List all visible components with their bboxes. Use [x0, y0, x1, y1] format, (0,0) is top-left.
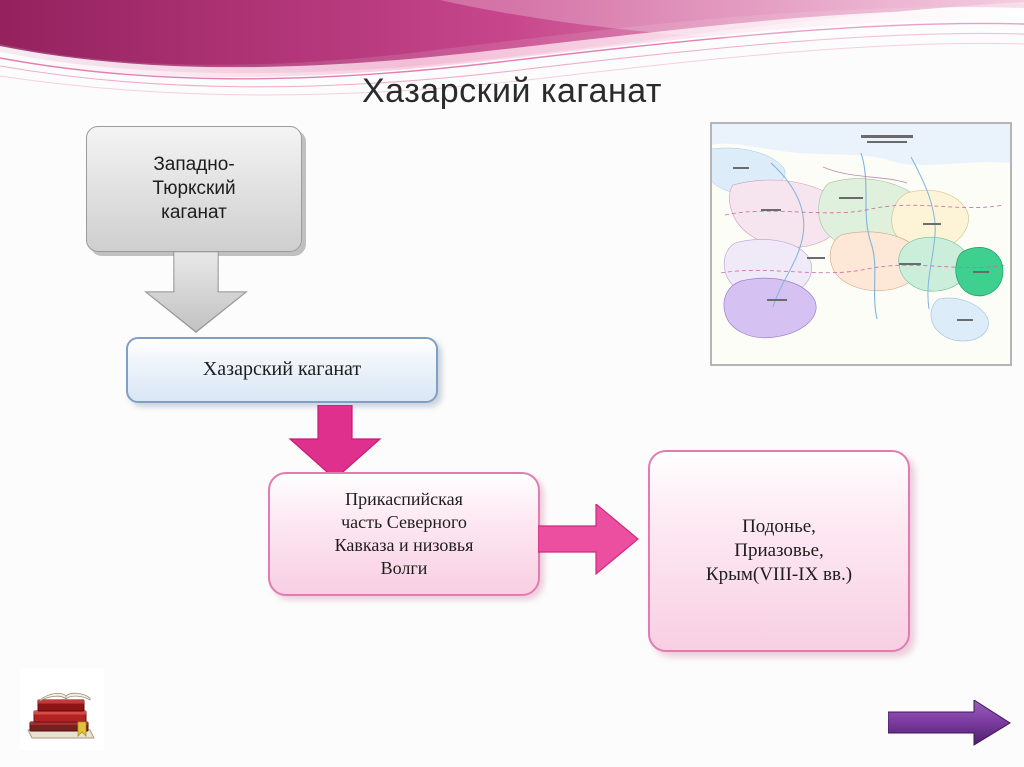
arrow-grey-down — [144, 252, 248, 333]
node-caspian-north-caucasus-label: Прикаспийская часть Северного Кавказа и … — [334, 488, 474, 579]
page-title: Хазарский каганат — [361, 72, 663, 110]
stack-of-books-icon — [20, 668, 104, 750]
node-podonie-priazovie-crimea: Подонье, Приазовье, Крым(VIII-IX вв.) — [648, 450, 910, 652]
node-west-turkic-khaganate: Западно- Тюркский каганат — [86, 126, 302, 252]
node-west-turkic-khaganate-label: Западно- Тюркский каганат — [152, 153, 236, 224]
node-khazar-khaganate-label: Хазарский каганат — [202, 358, 362, 381]
node-khazar-khaganate: Хазарский каганат — [126, 337, 438, 403]
next-slide-arrow-button[interactable] — [888, 700, 1012, 746]
node-caspian-north-caucasus: Прикаспийская часть Северного Кавказа и … — [268, 472, 540, 596]
arrow-pink-down — [288, 405, 382, 480]
node-podonie-priazovie-crimea-label: Подонье, Приазовье, Крым(VIII-IX вв.) — [705, 515, 853, 586]
arrow-pink-right — [538, 504, 639, 576]
historical-map-image — [710, 122, 1012, 366]
